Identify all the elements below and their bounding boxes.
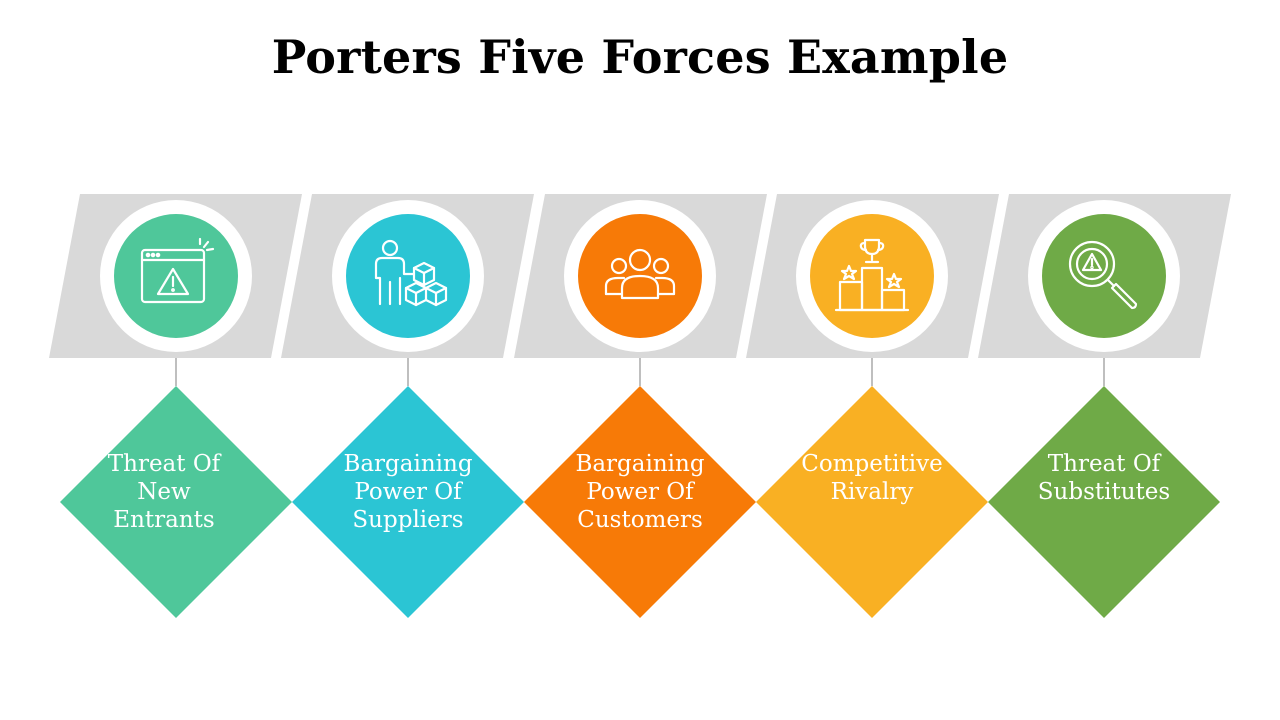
force-label: Threat Of Substitutes <box>1037 451 1171 505</box>
force-label: Bargaining Power Of Customers <box>575 451 705 533</box>
page-title: Porters Five Forces Example <box>271 30 1009 84</box>
icon-disc <box>346 214 470 338</box>
icon-ring <box>1028 200 1180 352</box>
customer-group-icon <box>604 248 676 300</box>
icon-ring <box>100 200 252 352</box>
force-label: Threat Of New Entrants <box>107 451 221 533</box>
connector-line <box>639 358 641 386</box>
force-label: Bargaining Power Of Suppliers <box>343 451 473 533</box>
connector-line <box>1103 358 1105 386</box>
icon-ring <box>796 200 948 352</box>
browser-warning-icon <box>140 237 215 304</box>
magnifier-warning-icon <box>1068 240 1138 310</box>
icon-ring <box>564 200 716 352</box>
icon-disc <box>810 214 934 338</box>
connector-line <box>871 358 873 386</box>
person-boxes-icon <box>374 239 448 307</box>
connector-line <box>175 358 177 386</box>
icon-disc <box>1042 214 1166 338</box>
icon-ring <box>332 200 484 352</box>
icon-disc <box>114 214 238 338</box>
trophy-podium-icon <box>834 238 910 312</box>
icon-disc <box>578 214 702 338</box>
force-label: Competitive Rivalry <box>801 451 943 505</box>
connector-line <box>407 358 409 386</box>
